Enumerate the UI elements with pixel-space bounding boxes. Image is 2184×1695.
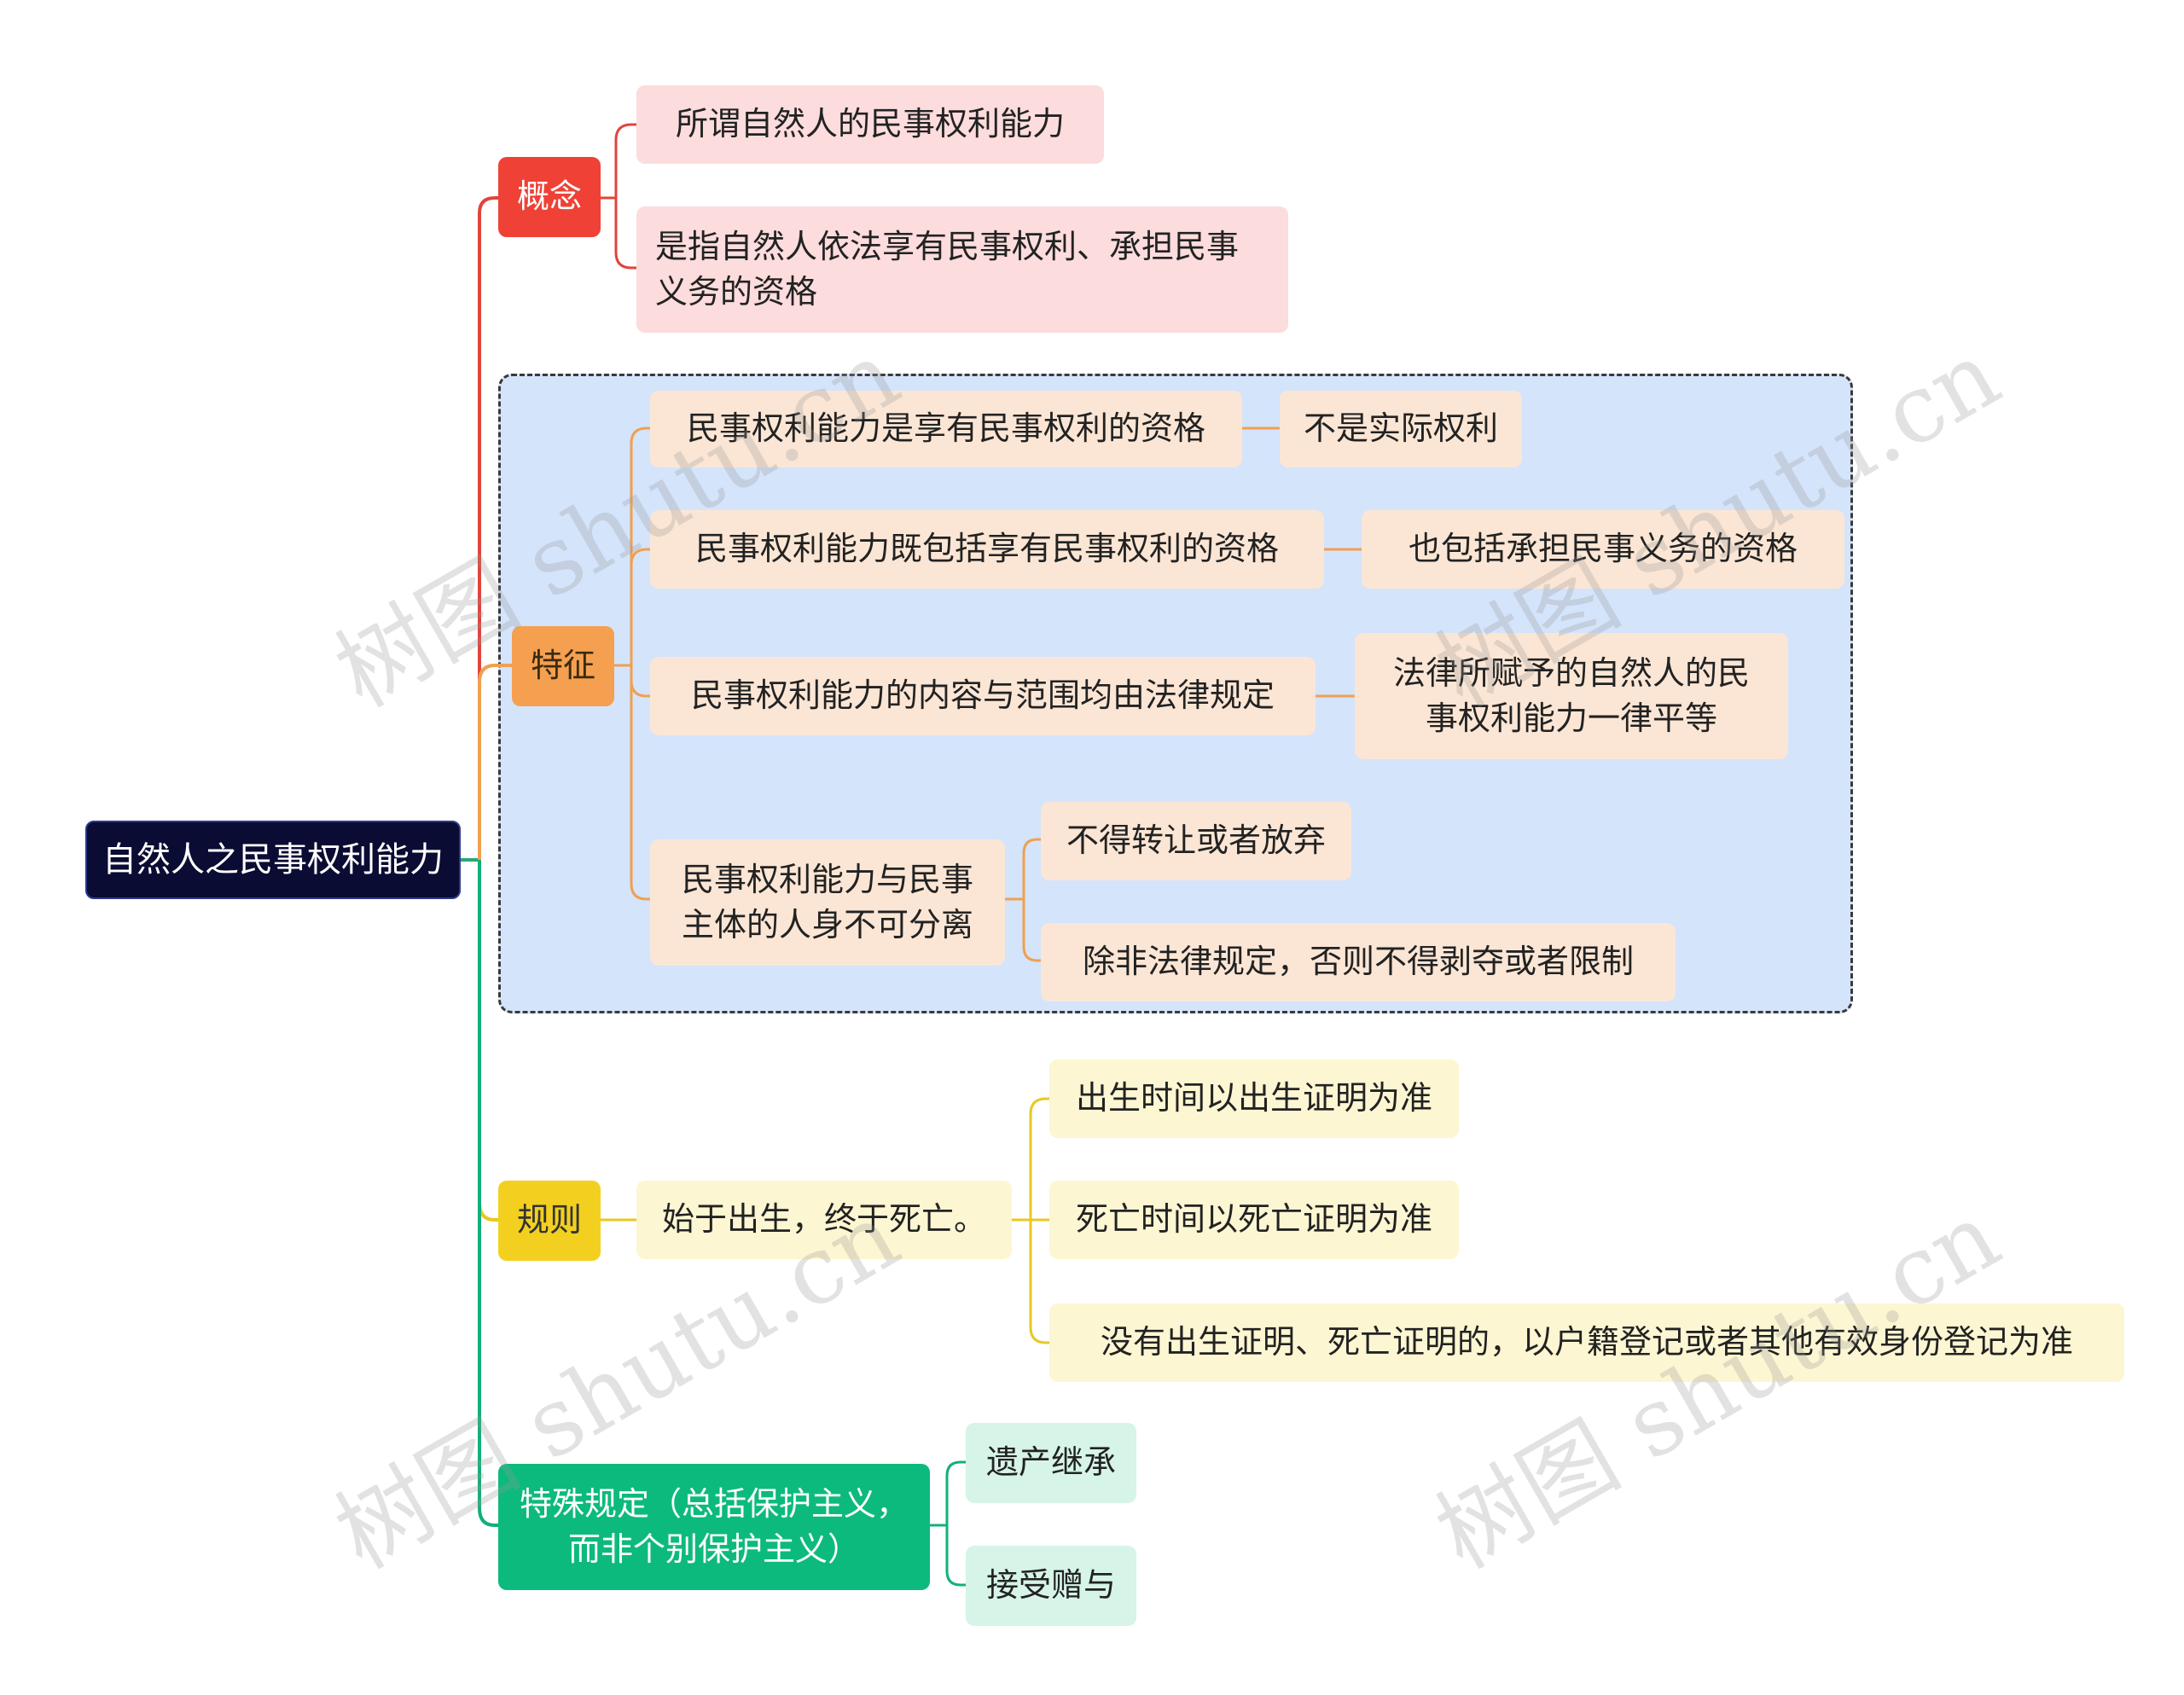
feature-item-4[interactable]: 民事权利能力与民事主体的人身不可分离 bbox=[650, 839, 1005, 966]
branch-concept[interactable]: 概念 bbox=[498, 157, 601, 237]
special-item-gift[interactable]: 接受赠与 bbox=[966, 1546, 1136, 1626]
feature-item-2-detail[interactable]: 也包括承担民事义务的资格 bbox=[1362, 510, 1844, 589]
root-node[interactable]: 自然人之民事权利能力 bbox=[85, 821, 461, 899]
rules-item-1[interactable]: 始于出生，终于死亡。 bbox=[636, 1181, 1012, 1259]
feature-item-2[interactable]: 民事权利能力既包括享有民事权利的资格 bbox=[650, 510, 1324, 589]
rules-detail-death[interactable]: 死亡时间以死亡证明为准 bbox=[1049, 1181, 1459, 1259]
branch-rules[interactable]: 规则 bbox=[498, 1181, 601, 1261]
branch-special-rules[interactable]: 特殊规定（总括保护主义，而非个别保护主义） bbox=[498, 1464, 930, 1590]
feature-item-4-detail-1[interactable]: 不得转让或者放弃 bbox=[1041, 802, 1351, 880]
feature-item-4-detail-2[interactable]: 除非法律规定，否则不得剥夺或者限制 bbox=[1041, 923, 1676, 1001]
feature-item-1-detail[interactable]: 不是实际权利 bbox=[1280, 391, 1522, 467]
branch-features[interactable]: 特征 bbox=[512, 626, 614, 706]
feature-item-1[interactable]: 民事权利能力是享有民事权利的资格 bbox=[650, 391, 1242, 467]
concept-item-2[interactable]: 是指自然人依法享有民事权利、承担民事义务的资格 bbox=[636, 206, 1288, 333]
feature-item-3[interactable]: 民事权利能力的内容与范围均由法律规定 bbox=[650, 657, 1316, 735]
rules-detail-birth[interactable]: 出生时间以出生证明为准 bbox=[1049, 1059, 1459, 1138]
rules-detail-registration[interactable]: 没有出生证明、死亡证明的，以户籍登记或者其他有效身份登记为准 bbox=[1049, 1303, 2124, 1382]
concept-item-1[interactable]: 所谓自然人的民事权利能力 bbox=[636, 85, 1104, 164]
special-item-inheritance[interactable]: 遗产继承 bbox=[966, 1423, 1136, 1503]
feature-item-3-detail[interactable]: 法律所赋予的自然人的民事权利能力一律平等 bbox=[1355, 633, 1788, 759]
